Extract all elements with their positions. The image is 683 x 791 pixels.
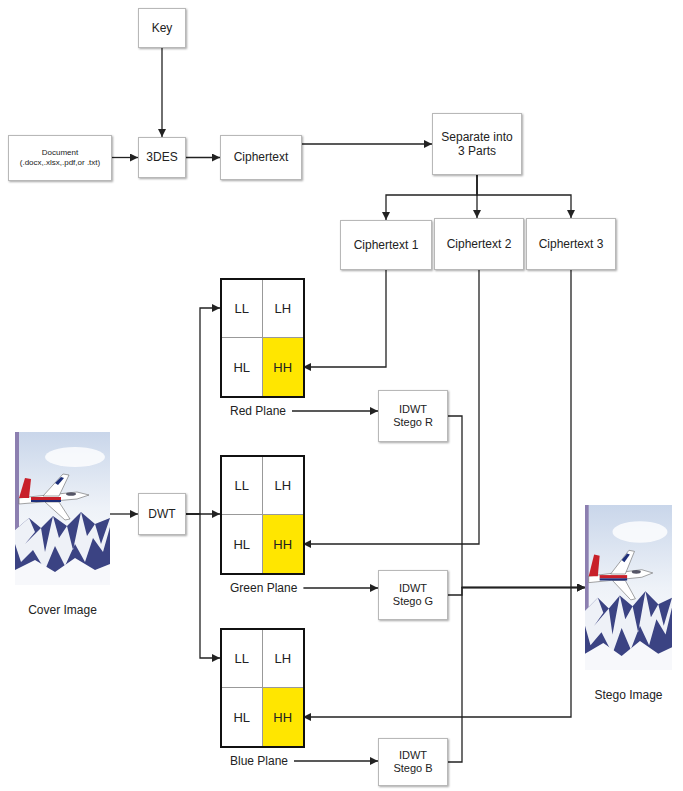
data-box: Ciphertext 3 — [526, 218, 616, 270]
flow-arrow — [112, 157, 138, 158]
flow-arrow — [292, 410, 378, 411]
node-text: Key — [152, 21, 173, 35]
flow-arrow — [186, 157, 220, 158]
node-text: HH — [273, 360, 292, 375]
subband-cell: LH — [263, 457, 304, 515]
subband-cell: HH — [263, 338, 304, 396]
flow-arrow — [302, 143, 432, 144]
node-text: Separate into 3 Parts — [438, 130, 516, 159]
node-text: LH — [274, 478, 291, 493]
flow-arrow — [448, 416, 585, 588]
subband-cell: LL — [222, 280, 263, 338]
flow-arrow — [161, 48, 162, 137]
node-caption: Green Plane — [228, 581, 299, 595]
flow-arrow — [477, 175, 571, 218]
subband-cell: LH — [263, 280, 304, 338]
node-text: LL — [235, 651, 249, 666]
subband-cell: HL — [222, 688, 263, 746]
flow-arrow — [386, 175, 477, 220]
node-text: HL — [233, 537, 250, 552]
node-text: HL — [233, 710, 250, 725]
node-text: LL — [235, 478, 249, 493]
node-text: HH — [273, 710, 292, 725]
process-box: Separate into 3 Parts — [432, 113, 522, 175]
node-text: LL — [235, 301, 249, 316]
flow-arrow — [294, 760, 378, 761]
node-text: LH — [274, 651, 291, 666]
node-text: Document (.docx,.xlsx,.pdf,or .txt) — [14, 148, 106, 167]
subband-grid: Blue PlaneLLLHHLHH — [220, 628, 305, 748]
subband-cell: HL — [222, 515, 263, 573]
stego-image-picture — [582, 505, 672, 670]
flow-arrow — [303, 270, 571, 717]
process-box: IDWT Stego B — [378, 738, 448, 786]
flow-arrow — [448, 588, 585, 763]
node-text: IDWT Stego B — [390, 749, 436, 775]
node-text: IDWT Stego G — [390, 582, 436, 608]
flow-arrow — [303, 270, 386, 367]
node-text: Ciphertext — [234, 150, 289, 164]
flow-arrow — [303, 587, 378, 588]
node-text: 3DES — [146, 150, 177, 164]
process-box: IDWT Stego R — [378, 390, 448, 442]
image-node: Stego Image — [585, 505, 672, 670]
node-text: HL — [233, 360, 250, 375]
flow-arrow — [186, 308, 220, 514]
subband-grid: Red PlaneLLLHHLHH — [220, 278, 305, 398]
subband-cell: HH — [263, 515, 304, 573]
subband-cell: HL — [222, 338, 263, 396]
data-box: Ciphertext 2 — [434, 218, 524, 270]
node-text: Ciphertext 2 — [447, 237, 512, 251]
subband-grid: Green PlaneLLLHHLHH — [220, 455, 305, 575]
node-caption: Red Plane — [228, 404, 288, 418]
node-text: Ciphertext 3 — [539, 237, 604, 251]
node-caption: Cover Image — [0, 603, 130, 617]
subband-cell: LH — [263, 630, 304, 688]
subband-cell: LL — [222, 630, 263, 688]
node-text: IDWT Stego R — [390, 403, 436, 429]
flow-arrow — [186, 514, 220, 658]
flow-arrow — [303, 270, 479, 544]
flow-arrow — [448, 588, 585, 596]
subband-cell: LL — [222, 457, 263, 515]
input-box: Document (.docx,.xlsx,.pdf,or .txt) — [8, 135, 112, 181]
data-box: Ciphertext 1 — [340, 220, 432, 270]
flow-arrow — [110, 513, 138, 514]
node-text: DWT — [148, 507, 175, 521]
node-text: Ciphertext 1 — [354, 238, 419, 252]
subband-cell: HH — [263, 688, 304, 746]
process-box: IDWT Stego G — [378, 570, 448, 620]
node-text: HH — [273, 537, 292, 552]
node-caption: Stego Image — [565, 688, 683, 702]
key-box: Key — [138, 8, 186, 48]
node-caption: Blue Plane — [228, 754, 290, 768]
process-box: 3DES — [138, 137, 186, 178]
cover-image-picture — [12, 432, 110, 585]
image-node: Cover Image — [15, 432, 110, 585]
process-box: DWT — [138, 493, 186, 535]
data-box: Ciphertext — [220, 135, 302, 180]
node-text: LH — [274, 301, 291, 316]
